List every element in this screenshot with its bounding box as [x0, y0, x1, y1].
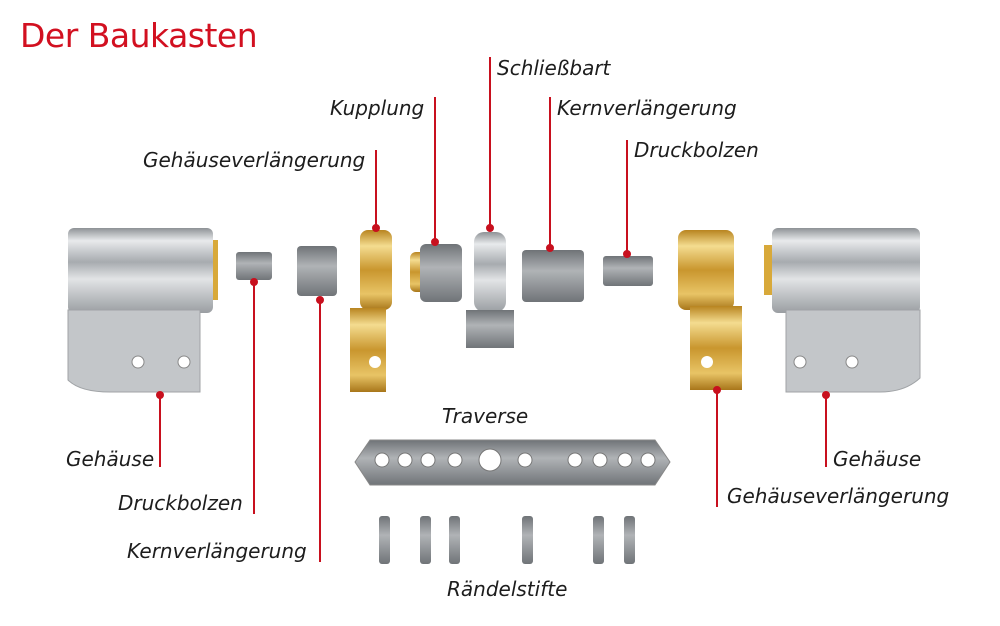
label-kupplung: Kupplung [330, 96, 425, 120]
kernverlaengerung-right-part [522, 250, 584, 302]
gehaeuseverlaengerung-left-part [350, 230, 392, 392]
gehaeuseverlaengerung-right-part [678, 230, 742, 390]
raendelstifte-parts [379, 516, 635, 564]
label-raendelstifte: Rändelstifte [447, 577, 568, 601]
label-gehaeuseverlaengerung-top: Gehäuseverlängerung [143, 148, 366, 172]
traverse-part [354, 439, 671, 486]
label-druckbolzen-bottom: Druckbolzen [118, 491, 243, 515]
label-gehaeuseverlaengerung-right: Gehäuseverlängerung [727, 484, 950, 508]
schliessbart-part [466, 232, 514, 348]
label-traverse: Traverse [442, 404, 529, 428]
druckbolzen-right-part [603, 256, 653, 286]
label-druckbolzen-top: Druckbolzen [634, 138, 759, 162]
kupplung-part [410, 244, 462, 302]
label-schliessbart: Schließbart [497, 56, 611, 80]
diagram-title: Der Baukasten [20, 16, 258, 55]
label-gehaeuse-right: Gehäuse [833, 447, 922, 471]
housing-left [67, 228, 218, 393]
housing-right [764, 228, 921, 393]
label-gehaeuse-left: Gehäuse [66, 447, 155, 471]
druckbolzen-left-part [236, 252, 272, 280]
label-kernverlaengerung-top: Kernverlängerung [557, 96, 737, 120]
label-kernverlaengerung-bottom: Kernverlängerung [127, 539, 307, 563]
kernverlaengerung-left-part [297, 246, 337, 296]
leader-lines [156, 57, 830, 562]
